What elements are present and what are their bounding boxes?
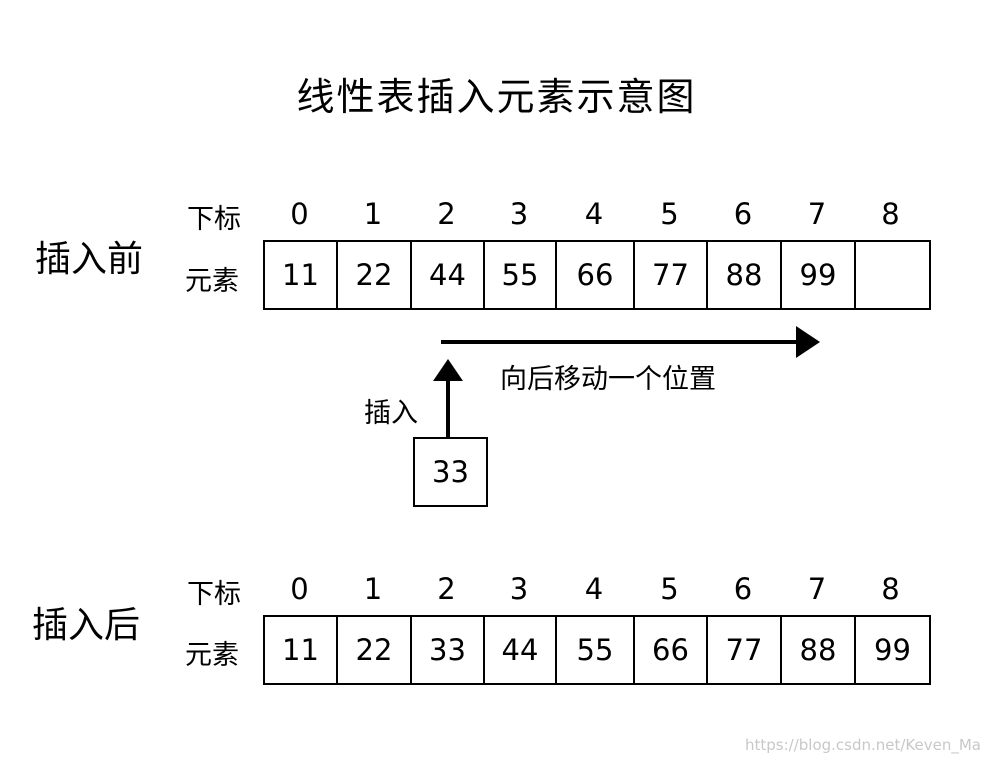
shift-arrow-head [796,326,820,358]
after-index-7: 7 [807,572,827,606]
shift-label: 向后移动一个位置 [500,364,716,395]
after-cell-1: 22 [338,617,412,683]
before-index-7: 7 [807,197,827,231]
after-index-1: 1 [363,572,383,606]
after-cell-4: 55 [557,617,635,683]
after-index-8: 8 [881,572,900,606]
watermark: https://blog.csdn.net/Keven_Ma [744,736,981,754]
before-cell-7: 99 [782,242,856,308]
before-cell-6: 88 [708,242,782,308]
after-section-label: 插入后 [32,605,141,646]
after-cell-0: 11 [265,617,338,683]
before-index-label: 下标 [187,204,241,235]
after-index-5: 5 [660,572,679,606]
after-index-2: 2 [437,572,456,606]
after-index-0: 0 [290,572,309,606]
before-cell-0: 11 [265,242,338,308]
before-index-0: 0 [290,197,309,231]
insert-value-box: 33 [413,437,488,507]
after-cell-5: 66 [635,617,708,683]
before-cell-3: 55 [485,242,557,308]
before-cell-1: 22 [338,242,412,308]
before-index-8: 8 [881,197,900,231]
after-cell-8: 99 [874,633,911,667]
after-cell-3: 44 [485,617,557,683]
diagram-title: 线性表插入元素示意图 [296,75,697,119]
before-index-3: 3 [509,197,529,231]
before-index-6: 6 [733,197,753,231]
after-cell-7: 88 [782,617,856,683]
after-index-label: 下标 [187,579,241,610]
before-cell-5: 77 [635,242,708,308]
after-element-label: 元素 [185,640,239,671]
before-cell-4: 66 [557,242,635,308]
after-index-4: 4 [584,572,604,606]
before-cell-2: 44 [412,242,485,308]
insert-label: 插入 [364,398,418,429]
after-cell-2: 33 [412,617,485,683]
before-index-2: 2 [437,197,456,231]
after-index-3: 3 [509,572,529,606]
before-index-5: 5 [660,197,679,231]
before-element-label: 元素 [185,266,239,297]
before-section-label: 插入前 [35,239,144,280]
insert-arrow-head [433,359,463,381]
before-index-1: 1 [363,197,383,231]
after-index-6: 6 [733,572,753,606]
after-cell-6: 77 [708,617,782,683]
before-index-4: 4 [584,197,604,231]
